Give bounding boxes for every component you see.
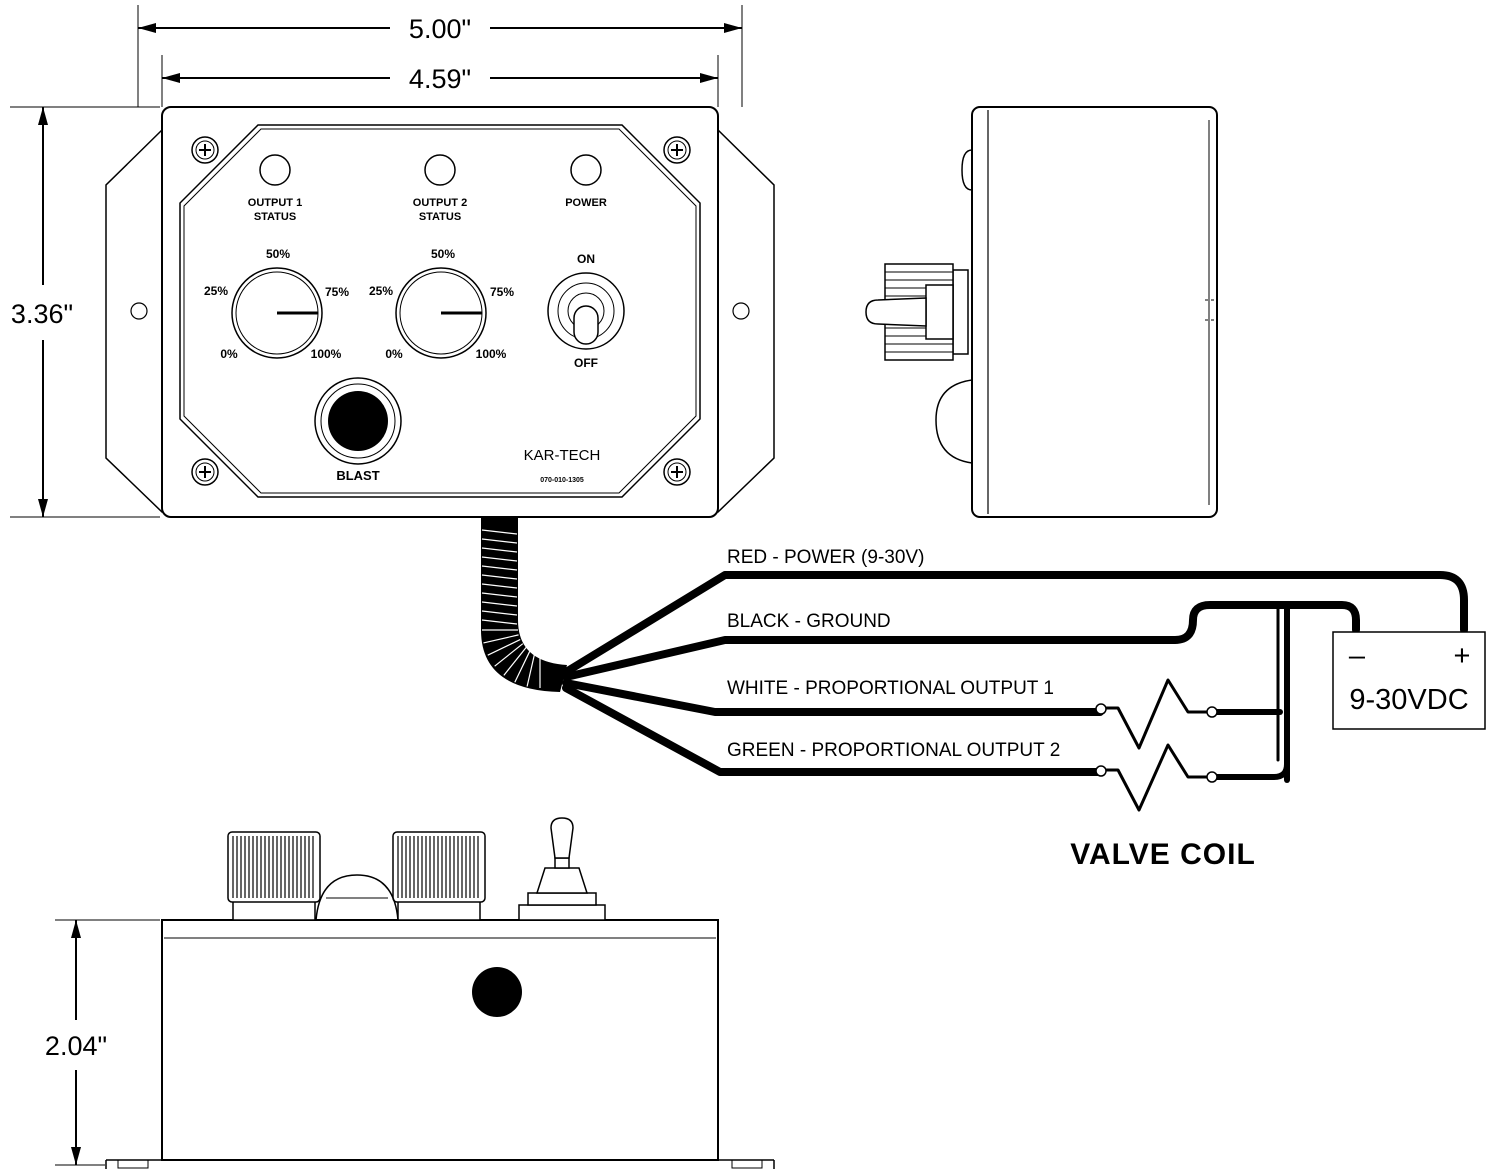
output1-dial[interactable]: [231, 267, 323, 359]
dial1-50: 50%: [266, 247, 290, 261]
green-output2-wire: [562, 684, 1104, 776]
wires: [562, 571, 1468, 812]
dimension-5-00: 5.00": [137, 5, 743, 107]
dim-depth: 2.04": [45, 1031, 107, 1061]
output2-label-line2: STATUS: [419, 211, 461, 223]
dial2-0: 0%: [385, 347, 403, 361]
power-supply-box: – + 9-30VDC: [1332, 631, 1486, 730]
cable-bundle: [481, 517, 567, 692]
toggle-off-label: OFF: [574, 356, 598, 370]
toggle-top-icon: [518, 817, 606, 921]
screw-icon: [191, 458, 219, 486]
label-plate: [179, 124, 701, 498]
screw-icon: [663, 136, 691, 164]
enclosure-body: [161, 106, 719, 518]
dial1-25: 25%: [204, 284, 228, 298]
dial2-50: 50%: [431, 247, 455, 261]
side-view: [865, 106, 1218, 518]
black-wire-label: BLACK - GROUND: [727, 611, 891, 632]
screw-icon: [663, 458, 691, 486]
supply-voltage: 9-30VDC: [1349, 684, 1468, 716]
power-label: POWER: [565, 197, 607, 209]
toggle-side-icon: [865, 263, 969, 361]
dimension-4-59: 4.59": [161, 55, 719, 107]
cable-gland-icon: [472, 967, 522, 1017]
supply-minus: –: [1349, 640, 1366, 672]
dim-panel-width: 4.59": [409, 64, 471, 94]
output2-label-line1: OUTPUT 2: [413, 197, 467, 209]
valve-coil-2-icon: [1099, 743, 1214, 812]
dial2-75: 75%: [490, 285, 514, 299]
dimension-3-36: 3.36": [10, 106, 160, 518]
output2-status-led: [424, 154, 456, 186]
output2-dial[interactable]: [395, 267, 487, 359]
supply-plus: +: [1454, 640, 1471, 672]
blast-button[interactable]: [314, 377, 402, 465]
dial1-0: 0%: [220, 347, 238, 361]
knob-side-icon: [392, 831, 486, 921]
mount-hole-right: [732, 302, 750, 320]
valve-coil-1-icon: [1099, 678, 1214, 750]
dial2-100: 100%: [476, 347, 507, 361]
black-ground-wire: [562, 601, 1360, 681]
output1-label-line1: OUTPUT 1: [248, 197, 302, 209]
power-toggle-switch[interactable]: [547, 272, 625, 350]
part-number: 070-010-1305: [540, 477, 584, 484]
screw-icon: [191, 136, 219, 164]
power-led: [570, 154, 602, 186]
dial2-25: 25%: [369, 284, 393, 298]
white-wire-label: WHITE - PROPORTIONAL OUTPUT 1: [727, 678, 1054, 699]
red-wire-label: RED - POWER (9-30V): [727, 547, 924, 568]
red-power-wire: [562, 571, 1468, 676]
valve-coil-label: VALVE COIL: [1070, 838, 1256, 871]
knob-side-icon: [227, 831, 321, 921]
green-wire-label: GREEN - PROPORTIONAL OUTPUT 2: [727, 740, 1060, 761]
white-output1-wire: [562, 679, 1104, 716]
output1-label-line2: STATUS: [254, 211, 296, 223]
output1-status-led: [259, 154, 291, 186]
dial1-75: 75%: [325, 285, 349, 299]
dim-height: 3.36": [11, 299, 73, 329]
toggle-on-label: ON: [577, 252, 595, 266]
blast-label: BLAST: [336, 468, 379, 483]
bottom-view: [105, 817, 775, 1169]
front-view: OUTPUT 1 STATUS OUTPUT 2 STATUS POWER 50…: [105, 106, 775, 518]
dimension-2-04: 2.04": [45, 919, 160, 1166]
brand-logo: KAR-TECH: [524, 447, 601, 464]
dial1-100: 100%: [311, 347, 342, 361]
mount-hole-left: [130, 302, 148, 320]
dim-overall-width: 5.00": [409, 14, 471, 44]
